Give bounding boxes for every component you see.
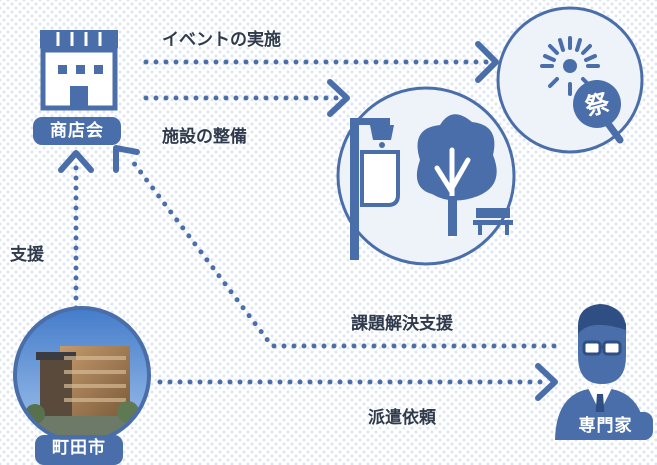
- node-machida: 町田市: [35, 435, 123, 465]
- facility-circle: [336, 86, 516, 266]
- label-dispatch: 派遣依頼: [368, 408, 436, 428]
- arrow-support: [58, 150, 94, 321]
- tree-icon: [416, 114, 497, 239]
- arrow-problem-support: [113, 145, 557, 349]
- node-senmonka: 専門家: [558, 412, 653, 440]
- label-facility: 施設の整備: [162, 127, 247, 147]
- uchiwa-fan-icon: 祭: [573, 80, 624, 144]
- node-shotenkai: 商店会: [33, 117, 121, 145]
- label-support: 支援: [10, 245, 44, 265]
- storefront-icon: [40, 30, 118, 111]
- city-hall-photo: [13, 306, 151, 444]
- fireworks-icon: [540, 36, 600, 96]
- arrow-event: [143, 41, 499, 83]
- label-problem-support: 課題解決支援: [351, 314, 453, 334]
- festival-circle: 祭: [496, 6, 644, 154]
- streetlight-icon: [350, 118, 400, 260]
- bench-icon: [473, 208, 513, 235]
- arrow-dispatch: [157, 363, 558, 401]
- arrow-facility: [143, 79, 350, 117]
- label-event: イベントの実施: [162, 30, 281, 50]
